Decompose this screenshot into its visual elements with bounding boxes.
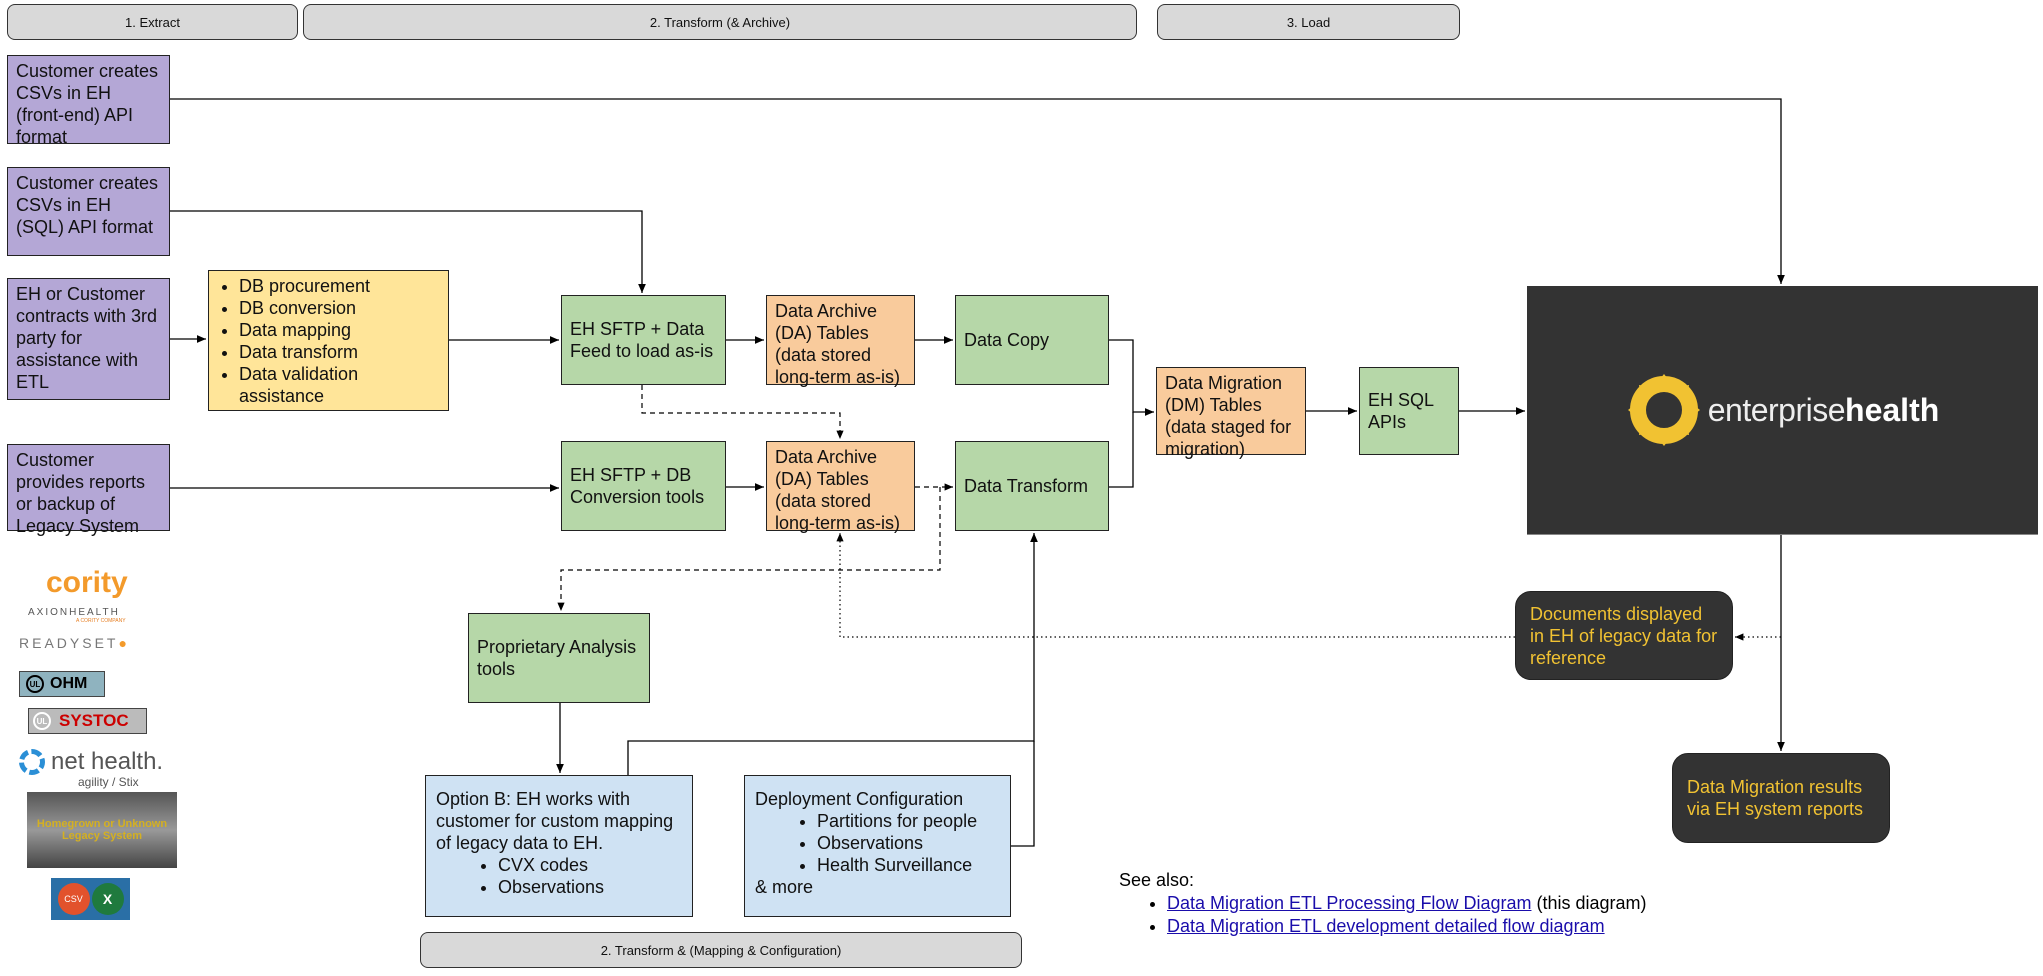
- sftp-db-conversion: EH SFTP + DB Conversion tools: [561, 441, 726, 531]
- dashed-da2-to-proprietary: [557, 487, 941, 611]
- arrow-csv-frontend-to-eh: [170, 98, 1785, 284]
- service-item: Data transform: [239, 341, 440, 363]
- phase-transform-archive: 2. Transform (& Archive): [303, 4, 1137, 40]
- arrow-optionb-to-transform: [627, 533, 1038, 775]
- deployment-configuration: Deployment Configuration Partitions for …: [744, 775, 1011, 917]
- phase-transform-mapping: 2. Transform & (Mapping & Configuration): [420, 932, 1022, 968]
- option-b-text: Option B: EH works with customer for cus…: [436, 789, 674, 853]
- dm-tables: Data Migration (DM) Tables (data staged …: [1156, 367, 1306, 459]
- logo-text-health: health: [1845, 392, 1940, 428]
- service-item: Data validation assistance: [239, 363, 440, 407]
- deployment-title: Deployment Configuration: [755, 789, 964, 809]
- nethealth-sub: agility / Stix: [78, 775, 139, 789]
- phase-extract: 1. Extract: [7, 4, 298, 40]
- link-development-flow-diagram[interactable]: Data Migration ETL development detailed …: [1167, 916, 1605, 936]
- service-item: DB conversion: [239, 297, 440, 319]
- dotted-docs-to-da2: [836, 533, 1515, 638]
- option-b-item: Observations: [498, 876, 682, 898]
- csv-excel-icon: CSV X: [51, 878, 130, 920]
- see-also: See also: Data Migration ETL Processing …: [1119, 869, 1647, 938]
- link-processing-flow-diagram[interactable]: Data Migration ETL Processing Flow Diagr…: [1167, 893, 1532, 913]
- cority-logo: cority: [46, 566, 128, 599]
- see-also-title: See also:: [1119, 870, 1195, 890]
- data-transform: Data Transform: [955, 441, 1109, 531]
- axion-name: AXIONHEALTH: [28, 607, 120, 618]
- deployment-item: Health Surveillance: [817, 854, 1000, 876]
- migration-results: Data Migration results via EH system rep…: [1672, 753, 1890, 843]
- eh-sql-apis: EH SQL APIs: [1359, 367, 1459, 455]
- da-tables-1: Data Archive (DA) Tables (data stored lo…: [766, 295, 915, 387]
- arrow-copy-to-dm: [1109, 339, 1154, 416]
- source-csv-sql: Customer creates CSVs in EH (SQL) API fo…: [7, 167, 170, 256]
- homegrown-legacy-image: Homegrown or Unknown Legacy System: [27, 792, 177, 868]
- phase-load: 3. Load: [1157, 4, 1460, 40]
- link-note: (this diagram): [1536, 893, 1647, 913]
- excel-icon: X: [91, 883, 124, 915]
- option-b-custom-mapping: Option B: EH works with customer for cus…: [425, 775, 693, 917]
- arrow-deployment-to-transform: [1011, 741, 1035, 847]
- sftp-data-feed: EH SFTP + Data Feed to load as-is: [561, 295, 726, 385]
- deployment-footer: & more: [755, 877, 814, 897]
- systoc-name: SYSTOC: [59, 711, 129, 730]
- source-csv-frontend: Customer creates CSVs in EH (front-end) …: [7, 55, 170, 147]
- service-item: DB procurement: [239, 275, 440, 297]
- ohm-name: OHM: [50, 675, 88, 692]
- readyset-name: READYSET: [19, 635, 119, 651]
- da-tables-2: Data Archive (DA) Tables (data stored lo…: [766, 441, 915, 533]
- source-third-party: EH or Customer contracts with 3rd party …: [7, 278, 170, 400]
- arrow-transform-to-dm: [1109, 412, 1134, 488]
- axion-sub: A CORITY COMPANY: [76, 618, 126, 624]
- nethealth-logo: net health.: [19, 748, 163, 776]
- arrow-csv-sql-to-sftp: [170, 210, 646, 293]
- nethealth-name: net health.: [51, 748, 164, 775]
- data-copy: Data Copy: [955, 295, 1109, 385]
- documents-displayed: Documents displayed in EH of legacy data…: [1515, 591, 1733, 680]
- enterprise-health-sun-logo-icon: [1627, 374, 1700, 446]
- source-legacy-reports: Customer provides reports or backup of L…: [7, 444, 170, 536]
- dashed-sftp-to-da2: [641, 385, 844, 439]
- service-item: Data mapping: [239, 319, 440, 341]
- proprietary-analysis-tools: Proprietary Analysis tools: [468, 613, 650, 703]
- deployment-item: Partitions for people: [817, 810, 1000, 832]
- csv-icon: CSV: [57, 883, 90, 915]
- option-b-item: CVX codes: [498, 854, 682, 876]
- deployment-item: Observations: [817, 832, 1000, 854]
- logo-text-enterprise: enterprise: [1707, 392, 1846, 428]
- third-party-services: DB procurement DB conversion Data mappin…: [208, 270, 449, 411]
- readyset-logo: READYSET●: [19, 635, 130, 651]
